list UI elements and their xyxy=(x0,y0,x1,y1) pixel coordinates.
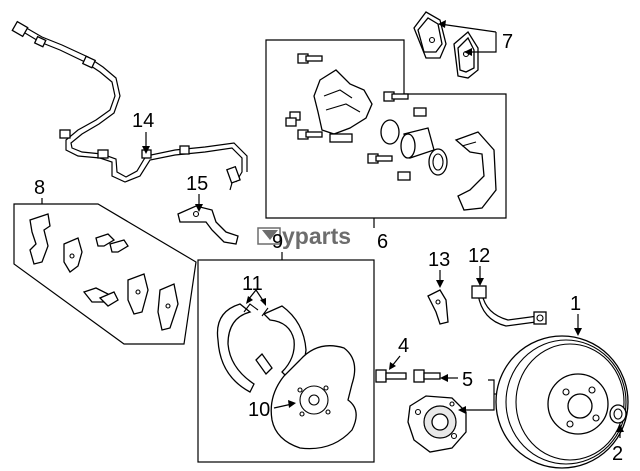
callout-13: 13 xyxy=(428,249,450,271)
caliper-body[interactable] xyxy=(313,69,373,143)
watermark-text: yparts xyxy=(282,223,351,249)
caliper-bolts[interactable] xyxy=(285,53,427,181)
hub-bearing[interactable] xyxy=(407,395,467,453)
callout-10-leader xyxy=(273,400,296,409)
callout-8: 8 xyxy=(34,177,45,199)
callout-4: 4 xyxy=(398,335,409,357)
callout-4-leader xyxy=(389,355,401,370)
caliper-piston[interactable] xyxy=(380,119,448,176)
front-brake-pads[interactable] xyxy=(413,11,479,79)
callout-12-leader xyxy=(476,266,484,286)
callout-11: 11 xyxy=(242,273,263,295)
callout-2: 2 xyxy=(612,443,623,465)
callout-9: 9 xyxy=(272,231,283,253)
callout-7-leader xyxy=(438,20,497,56)
callout-5: 5 xyxy=(462,369,473,391)
callout-14: 14 xyxy=(132,110,154,132)
brake-rotor[interactable] xyxy=(495,335,629,469)
pad-clip-parts[interactable] xyxy=(29,213,179,331)
callout-10: 10 xyxy=(248,399,270,421)
callout-6: 6 xyxy=(377,231,388,253)
harness-bracket[interactable] xyxy=(177,205,239,245)
callout-13-leader xyxy=(436,270,444,288)
caliper-kit-box xyxy=(265,39,507,219)
parking-brake-shoes[interactable] xyxy=(216,303,307,393)
callout-5-leader xyxy=(440,374,458,382)
callout-2-leader xyxy=(616,424,624,438)
hub-bolts[interactable] xyxy=(375,369,441,383)
backing-plate[interactable] xyxy=(270,345,357,450)
parking-brake-box xyxy=(197,259,375,463)
callout-15: 15 xyxy=(186,173,208,195)
callout-14-leader xyxy=(142,132,150,154)
hardware-kit-box xyxy=(13,203,197,345)
watermark-logo: yparts xyxy=(257,223,351,249)
abs-sensor-harness[interactable] xyxy=(11,20,248,191)
rotor-screw[interactable] xyxy=(609,404,627,424)
hose-bracket[interactable] xyxy=(427,289,449,325)
caliper-support-bracket[interactable] xyxy=(454,131,497,211)
callout-1: 1 xyxy=(570,293,581,315)
callout-15-leader xyxy=(195,194,203,212)
callout-7: 7 xyxy=(502,31,513,53)
callout-11-leader xyxy=(246,289,266,306)
brake-hose[interactable] xyxy=(471,285,547,327)
callout-1-leader xyxy=(574,314,582,336)
callout-12: 12 xyxy=(468,245,490,267)
